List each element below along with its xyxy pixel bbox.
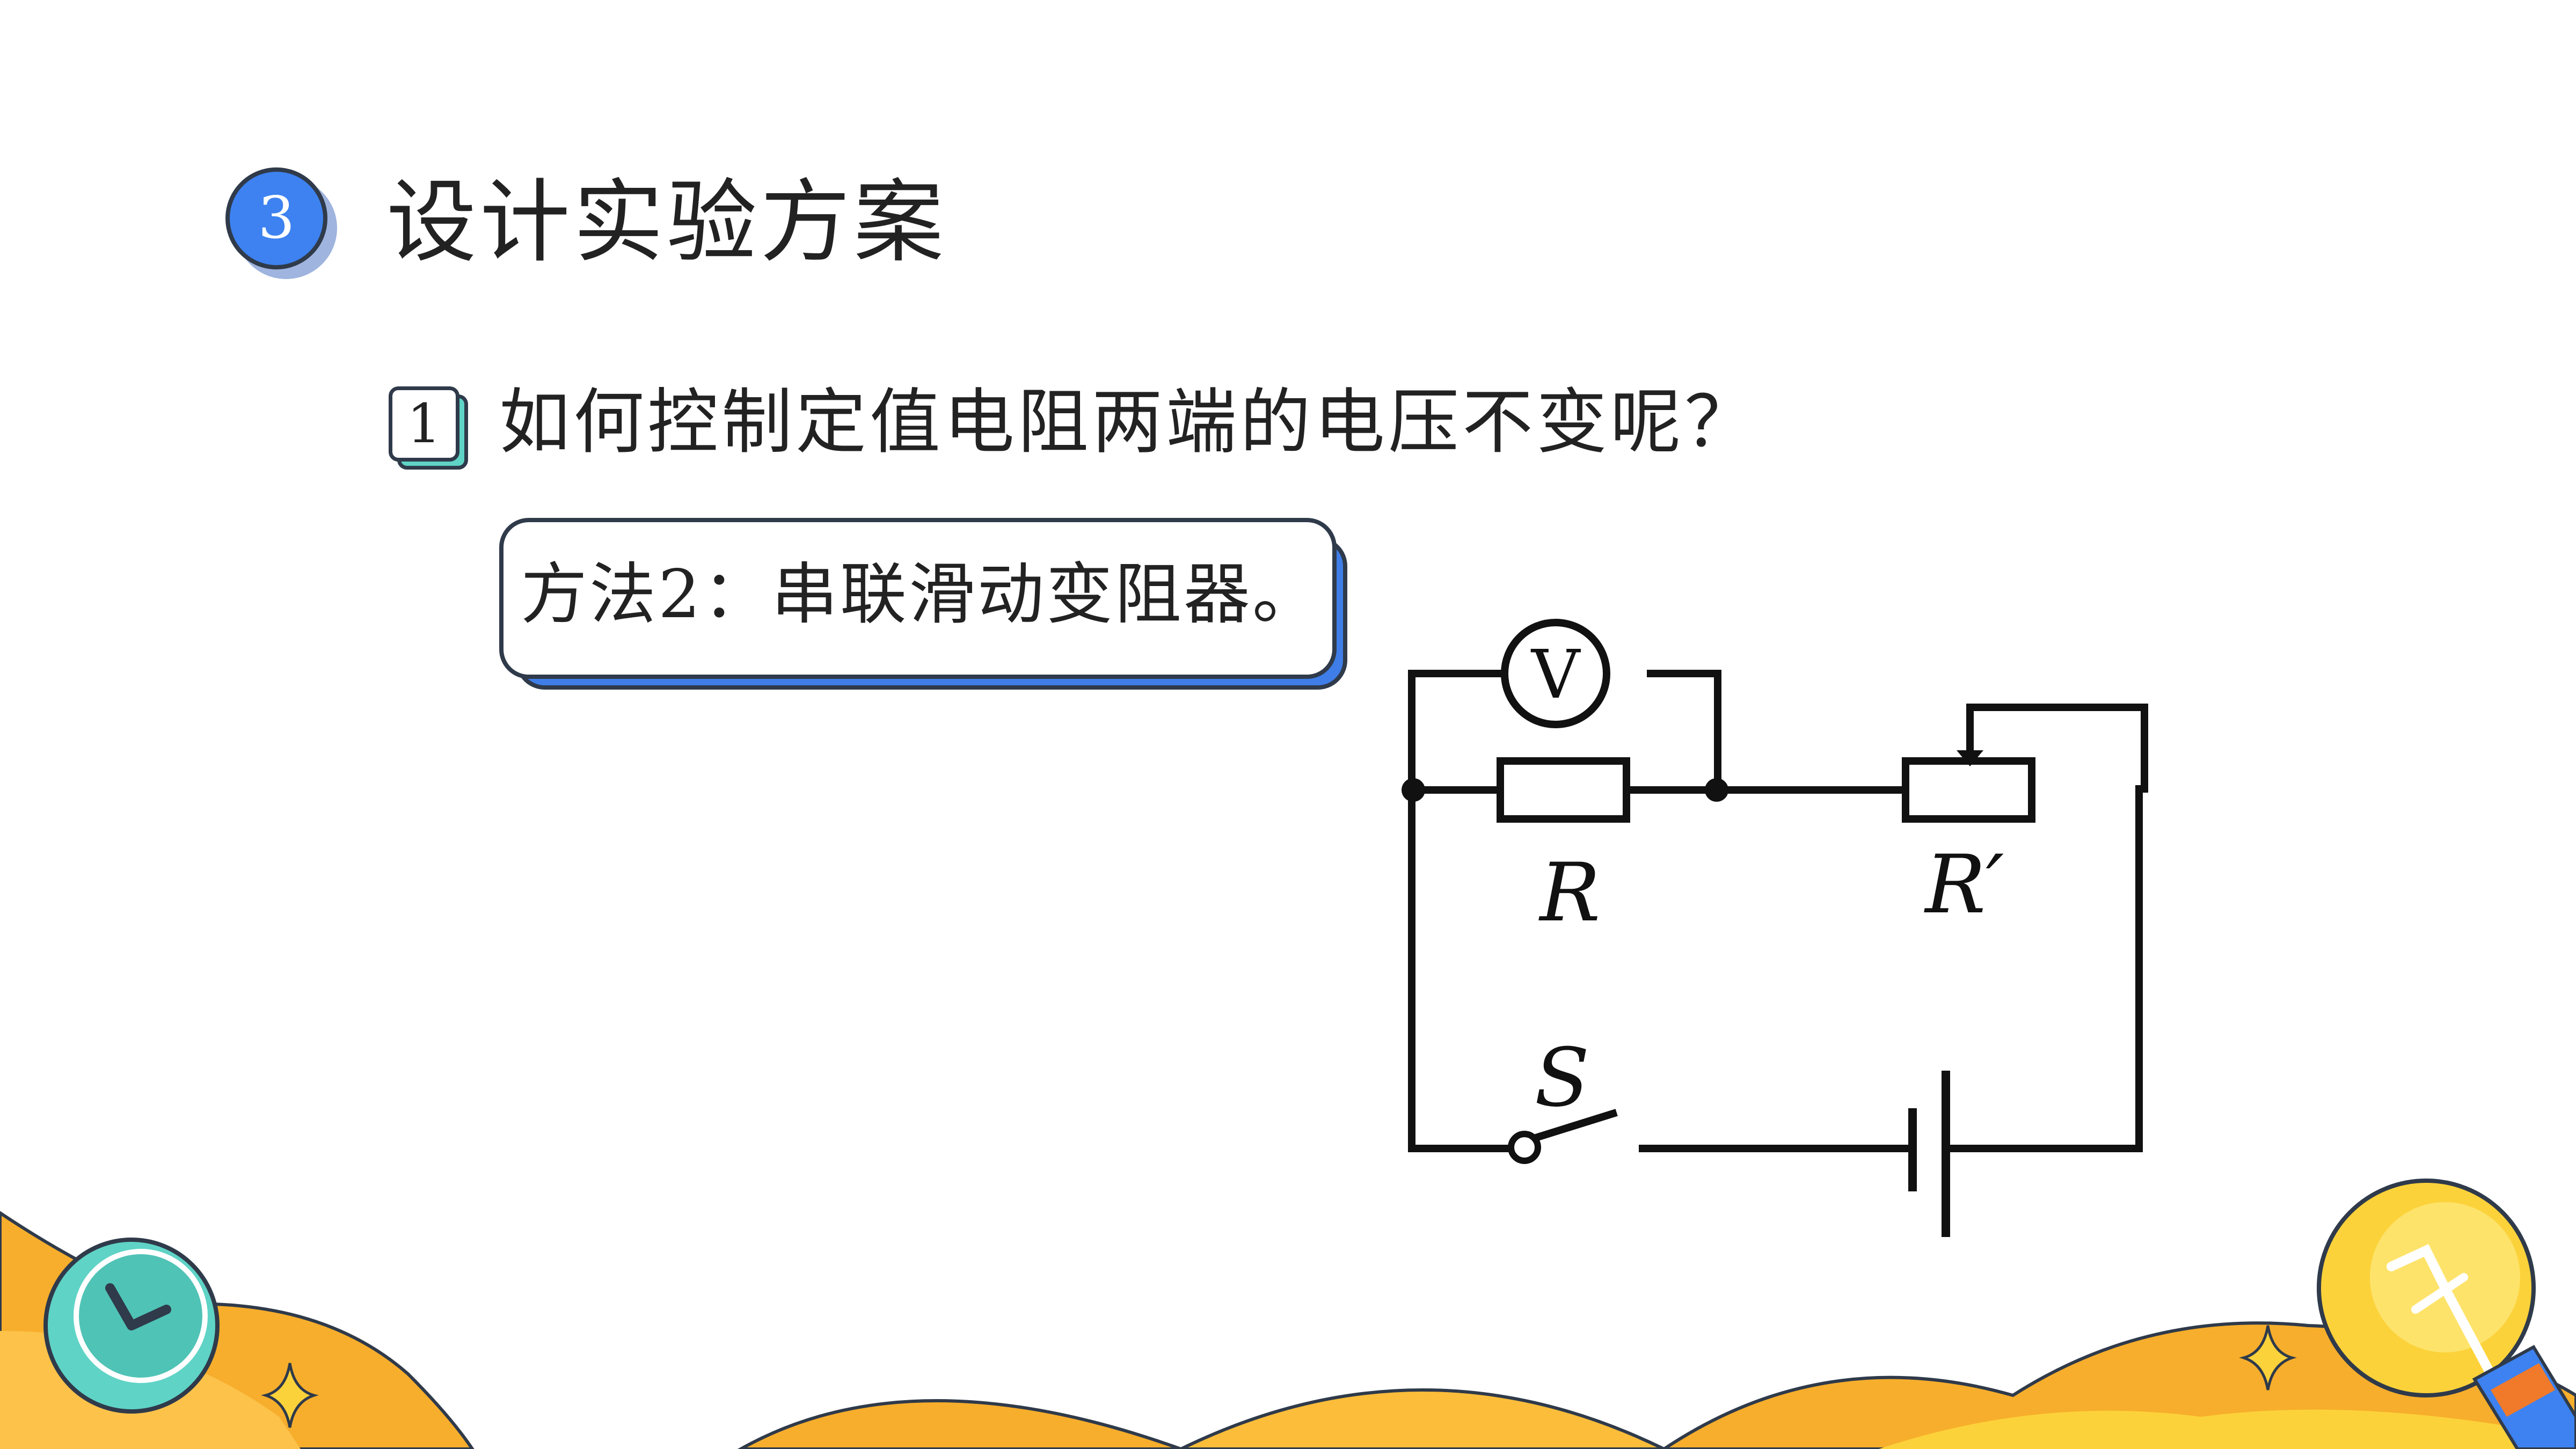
switch-lever: [1522, 1109, 1618, 1145]
wave-middle-2: [1180, 1388, 1665, 1449]
section-number-badge: 3: [225, 167, 327, 269]
lightbulb-icon: [2317, 1179, 2576, 1449]
junction-dot-left: [1402, 778, 1425, 802]
rheostat-label: R′: [1924, 838, 2004, 932]
sparkle-icon-right: [2239, 1325, 2297, 1391]
switch-label: S: [1535, 1031, 1590, 1125]
resistor-icon: [1497, 757, 1630, 823]
wave-middle: [737, 1399, 1182, 1449]
rheostat-slider-wire: [1966, 704, 2148, 793]
resistor-label: R: [1538, 846, 1601, 940]
clock-icon: [43, 1238, 220, 1414]
method-callout: [499, 518, 1337, 679]
page-title: 设计实验方案: [386, 170, 947, 275]
voltmeter-icon: [1501, 619, 1610, 728]
voltmeter-branch-wire-right: [1647, 670, 1721, 795]
voltmeter-branch-wire: [1408, 670, 1520, 793]
method-text: 方法2：串联滑动变阻器。: [521, 556, 1321, 633]
voltmeter-label: V: [1530, 636, 1581, 714]
wave-right-inner: [1879, 1409, 2576, 1449]
sparkle-icon: [261, 1363, 319, 1428]
question-text: 如何控制定值电阻两端的电压不变呢？: [499, 381, 1758, 464]
question-number-box: 1: [389, 386, 459, 462]
junction-dot-right: [1705, 778, 1728, 802]
left-wire: [1408, 785, 1515, 1152]
switch-contact: [1508, 1131, 1541, 1164]
rheostat-slider-arrow: [1957, 750, 1983, 766]
